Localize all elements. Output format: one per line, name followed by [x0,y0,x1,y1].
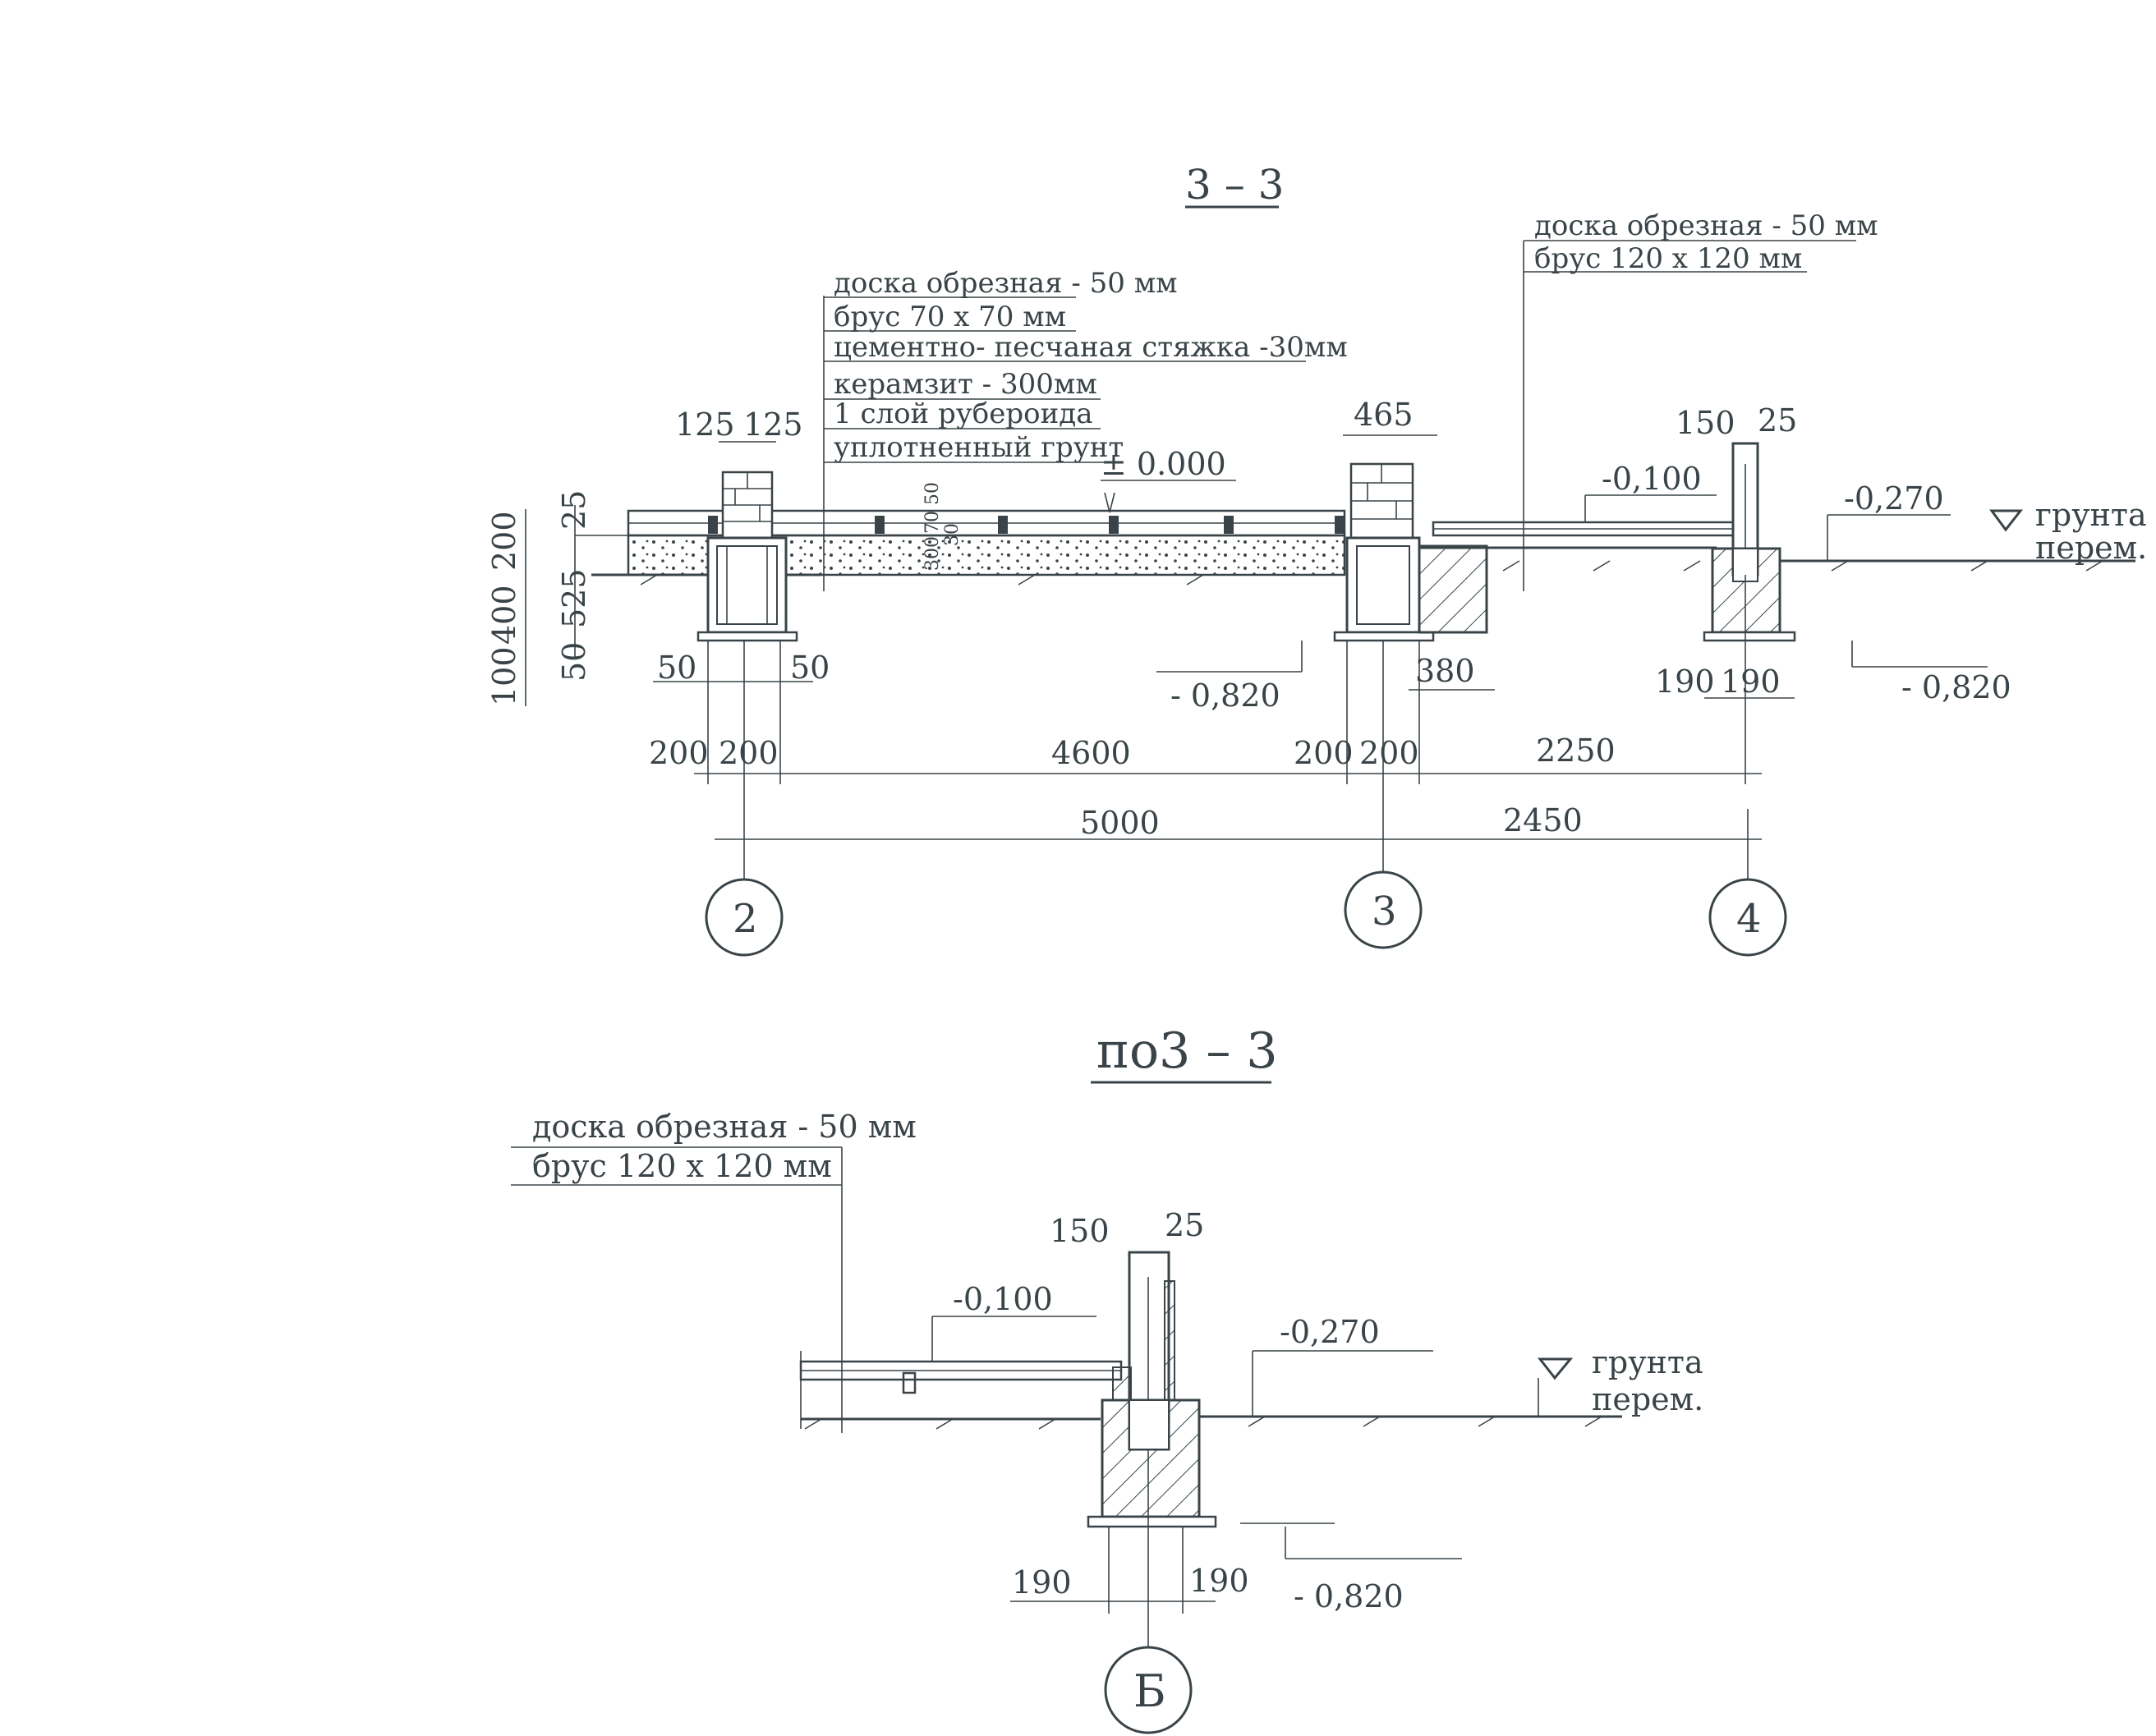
bottom-dims-2: 190 190 [1010,1449,1249,1646]
dim-row1-200d: 200 [1359,735,1419,771]
level-marks-2: 150 25 -0,100 -0,270 - 0,820 грунта пере… [931,1207,1703,1614]
dim-row1-4600: 4600 [1051,735,1131,771]
axis-bubble-2: Б [1104,1646,1193,1734]
dim-150-2: 150 [1050,1213,1110,1249]
dimension-row-1: 200 200 4600 200 200 2250 [649,575,1762,784]
axis-2: 2 [733,896,758,942]
note-roofing: 1 слой рубероида [834,397,1092,430]
dim-row2-2450: 2450 [1503,802,1583,838]
level-zero: ± 0.000 [1101,446,1226,482]
layer-thickness-label: 300 [922,536,943,571]
dimension-row-2: 5000 2450 [715,784,1762,879]
ground-label-2-2: перем. [1592,1381,1703,1417]
note-board-right: доска обрезная - 50 мм [1534,209,1878,242]
level-minus-0100: -0,100 [1602,461,1702,497]
pier-axis-2 [696,471,798,642]
note-beam-2: брус 120 x 120 мм [532,1148,832,1184]
ground-label-1-2: грунта [1592,1344,1703,1380]
bottom-small-dimensions: 50 50 380 190 190 [653,650,1795,700]
section-po3-3: по3 – 3 доска обрезная - 50 мм брус 120 … [511,1022,1703,1734]
dim-190-right-2: 190 [1189,1563,1249,1599]
vertical-dimensions: 25 200 525 400 50 100 300 70 50 30 [486,482,963,706]
level-minus-0270-2: -0,270 [1280,1314,1380,1350]
post-axis-4 [1703,442,1796,642]
layer-thickness-label-c: 50 [922,482,943,505]
vdim-100: 100 [486,646,522,706]
dim-row1-200a: 200 [649,735,709,771]
section-title: 3 – 3 [1185,161,1284,209]
note-ground: уплотненный грунт [834,431,1124,464]
dim-465: 465 [1354,397,1414,433]
note-board-2: доска обрезная - 50 мм [532,1109,917,1145]
dim-row1-200c: 200 [1294,735,1354,771]
axis-bubbles: 2 3 4 [705,870,1787,957]
layer-notes-left: доска обрезная - 50 мм брус 70 x 70 мм ц… [823,267,1348,591]
dim-380: 380 [1415,653,1475,689]
dim-25: 25 [1758,402,1797,439]
axis-3: 3 [1372,889,1397,935]
vdim-50: 50 [556,642,592,682]
layer-notes-right: доска обрезная - 50 мм брус 120 x 120 мм [1523,209,1878,591]
level-minus-0820-right: - 0,820 [1901,669,2011,705]
vdim-400: 400 [486,585,522,645]
dim-190-left: 190 [1655,664,1715,700]
axis-4: 4 [1736,896,1762,942]
dim-row1-2250: 2250 [1536,733,1616,769]
level-minus-0820-left: - 0,820 [1170,677,1280,714]
ground-hatch-lines [640,560,2103,586]
dim-125-right: 125 [743,406,803,443]
note-screed: цементно- песчаная стяжка -30мм [834,331,1348,364]
level-marks: ± 0.000 -0,100 -0,270 - 0,820 - 0,820 гр… [1101,446,2147,714]
layer-notes-2: доска обрезная - 50 мм брус 120 x 120 мм [511,1109,917,1433]
ground-label-2: перем. [2035,530,2147,566]
note-beam-right: брус 120 x 120 мм [1534,242,1802,275]
level-minus-0270: -0,270 [1844,480,1944,517]
dim-row1-200b: 200 [719,735,779,771]
note-board: доска обрезная - 50 мм [834,267,1178,300]
deck-right [1419,521,1735,549]
vdim-200: 200 [486,511,522,571]
dim-50-right: 50 [790,650,830,686]
dim-150: 150 [1676,405,1735,441]
dim-190-left-2: 190 [1012,1564,1072,1601]
dim-125-left: 125 [675,406,735,443]
note-claydite: керамзит - 300мм [834,368,1097,401]
ground-hatch-2 [804,1416,1602,1430]
section-3-3: 3 – 3 доска обрезная - 50 мм брус 70 x 7… [486,161,2147,957]
dim-row2-5000: 5000 [1080,805,1160,841]
level-minus-0820-2: - 0,820 [1294,1578,1404,1614]
ground-label-1: грунта [2035,497,2147,533]
top-dimensions: 125 125 465 150 25 [675,397,1797,443]
pier-axis-3 [1333,462,1488,642]
layer-thickness-label-b: 70 [922,511,943,534]
dim-190-right: 190 [1721,664,1781,700]
note-beam: брус 70 x 70 мм [834,301,1066,333]
vdim-525: 525 [556,568,592,628]
dim-50-left: 50 [657,650,696,686]
vdim-25: 25 [556,490,592,530]
section-title-2: по3 – 3 [1096,1022,1278,1080]
dim-25-2: 25 [1165,1207,1204,1243]
post-2 [1087,1251,1217,1528]
deck-2 [799,1351,1123,1429]
axis-b: Б [1133,1665,1166,1717]
layer-thickness-label-d: 30 [942,523,963,546]
level-minus-0100-2: -0,100 [953,1281,1053,1317]
